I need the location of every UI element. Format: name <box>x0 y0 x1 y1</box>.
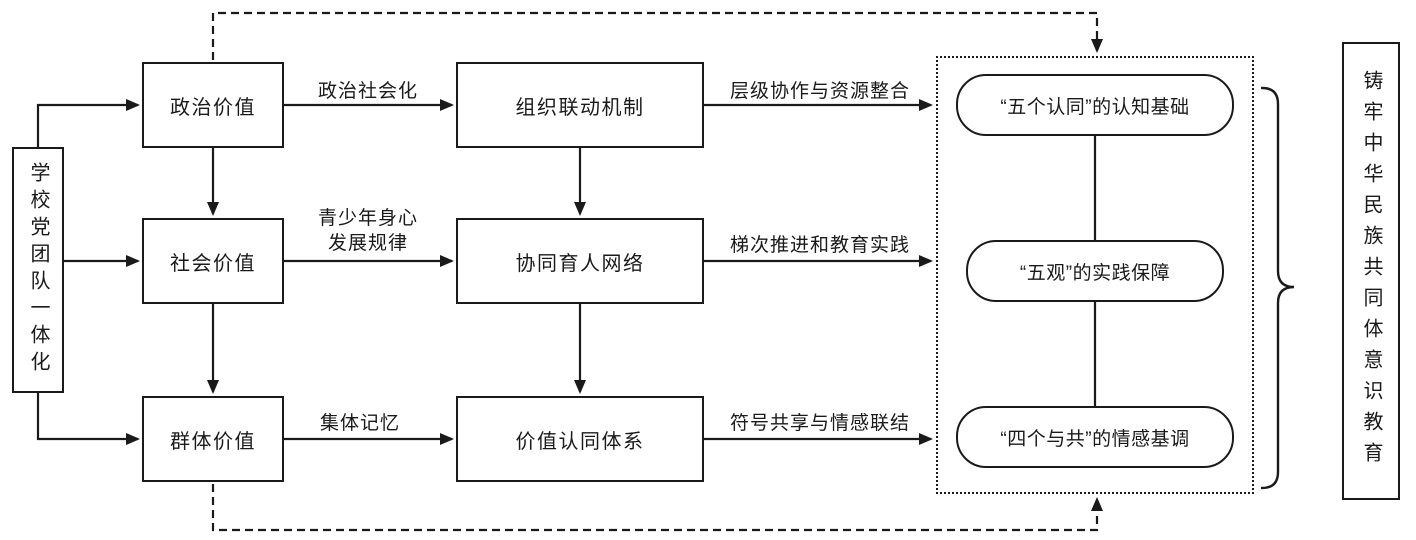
node-five-identifications: “五个认同”的认知基础 <box>956 74 1234 136</box>
node-school-party-league-team: 学校党团队一体化 <box>12 147 64 393</box>
node-political-value: 政治价值 <box>142 62 284 148</box>
node-four-togetherness: “四个与共”的情感基调 <box>956 406 1234 468</box>
node-goal-label: 铸牢中华民族共同体意识教育 <box>1360 69 1382 473</box>
node-group-value: 群体价值 <box>142 396 284 482</box>
edge-label-political-socialization: 政治社会化 <box>317 81 419 102</box>
dashed-feedback-bottom <box>211 484 1103 532</box>
node-organization-linkage-label: 组织联动机制 <box>515 96 645 119</box>
curly-brace-icon <box>1260 86 1295 490</box>
edge-label-youth-development-law: 青少年身心发展规律 <box>317 208 418 255</box>
node-school-party-league-team-label: 学校党团队一体化 <box>27 162 49 378</box>
node-collaborative-education-label: 协同育人网络 <box>515 252 645 275</box>
node-value-identity-system: 价值认同体系 <box>456 396 704 482</box>
node-political-value-label: 政治价值 <box>170 96 256 119</box>
node-collaborative-education-network: 协同育人网络 <box>456 218 704 304</box>
node-organization-linkage-mechanism: 组织联动机制 <box>456 62 704 148</box>
node-five-views-label: “五观”的实践保障 <box>1019 262 1171 284</box>
node-five-views: “五观”的实践保障 <box>966 240 1224 302</box>
node-goal-community-consciousness-education: 铸牢中华民族共同体意识教育 <box>1342 42 1400 500</box>
arrow-source-to-political-value <box>36 99 140 147</box>
edge-label-symbol-emotion-link: 符号共享与情感联结 <box>729 413 911 434</box>
node-social-value-label: 社会价值 <box>170 252 256 275</box>
edge-label-hierarchical-collaboration: 层级协作与资源整合 <box>729 81 911 102</box>
node-five-identifications-label: “五个认同”的认知基础 <box>1000 96 1190 118</box>
node-group-value-label: 群体价值 <box>170 430 256 453</box>
node-value-identity-label: 价值认同体系 <box>515 430 645 453</box>
dashed-feedback-top <box>211 11 1103 60</box>
edge-label-echelon-practice: 梯次推进和教育实践 <box>729 235 911 256</box>
arrow-source-to-group-value <box>36 393 140 445</box>
node-social-value: 社会价值 <box>142 218 284 304</box>
edge-label-collective-memory: 集体记忆 <box>319 413 401 434</box>
node-four-togetherness-label: “四个与共”的情感基调 <box>1000 428 1190 450</box>
outcome-group-frame <box>936 56 1254 494</box>
